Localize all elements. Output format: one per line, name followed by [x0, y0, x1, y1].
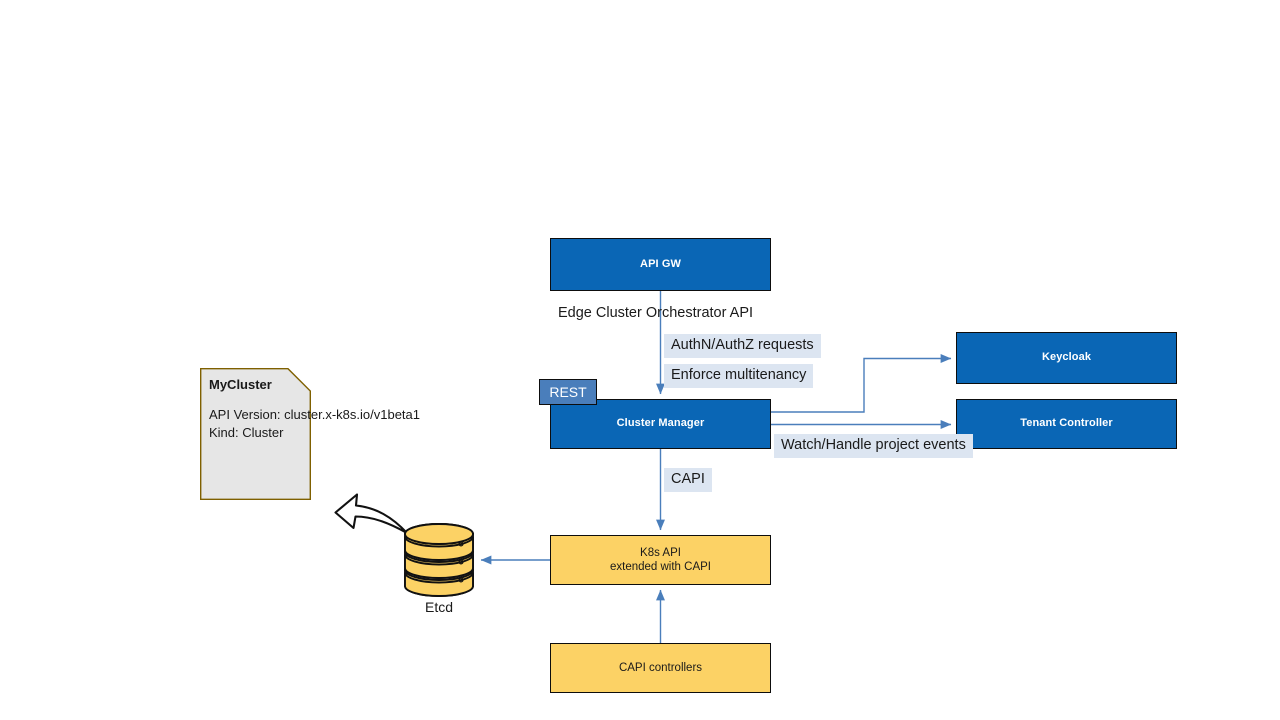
node-tenant-controller[interactable]: Tenant Controller — [956, 399, 1177, 449]
node-api-gw[interactable]: API GW — [550, 238, 771, 291]
note-shape — [200, 368, 311, 500]
node-capi-controllers-label: CAPI controllers — [618, 661, 703, 674]
node-tenant-controller-label: Tenant Controller — [1020, 417, 1113, 430]
edge-label-enforce-multitenancy: Enforce multitenancy — [664, 364, 814, 388]
edge-label-authn-authz-requests: AuthN/AuthZ requests — [664, 334, 821, 358]
node-keycloak-label: Keycloak — [1041, 351, 1092, 364]
edge-label-capi: CAPI — [664, 468, 712, 492]
etcd-database-icon — [404, 523, 474, 597]
node-k8s-api-label-line2: extended with CAPI — [609, 561, 711, 573]
node-capi-controllers[interactable]: CAPI controllers — [550, 643, 771, 693]
etcd-label: Etcd — [424, 599, 453, 615]
node-cluster-manager[interactable]: Cluster Manager — [550, 399, 771, 449]
edge-label-orchestrator-api: Edge Cluster Orchestrator API — [558, 305, 754, 321]
node-k8s-api[interactable]: K8s API extended with CAPI — [550, 535, 771, 585]
handdrawn-pointer-arrow — [334, 493, 409, 535]
node-k8s-api-label-line1: K8s API — [640, 546, 681, 559]
node-api-gw-label: API GW — [640, 257, 681, 270]
node-keycloak[interactable]: Keycloak — [956, 332, 1177, 384]
node-cluster-manager-label: Cluster Manager — [616, 417, 705, 430]
note-title: MyCluster — [209, 377, 272, 392]
note-api-version: API Version: cluster.x-k8s.io/v1beta1 — [209, 407, 420, 422]
edge-label-watch-handle-project-events: Watch/Handle project events — [774, 434, 973, 458]
rest-badge[interactable]: REST — [539, 379, 597, 405]
mycluster-note: MyCluster API Version: cluster.x-k8s.io/… — [200, 368, 420, 500]
rest-badge-label: REST — [549, 384, 587, 400]
note-kind: Kind: Cluster — [209, 424, 284, 440]
